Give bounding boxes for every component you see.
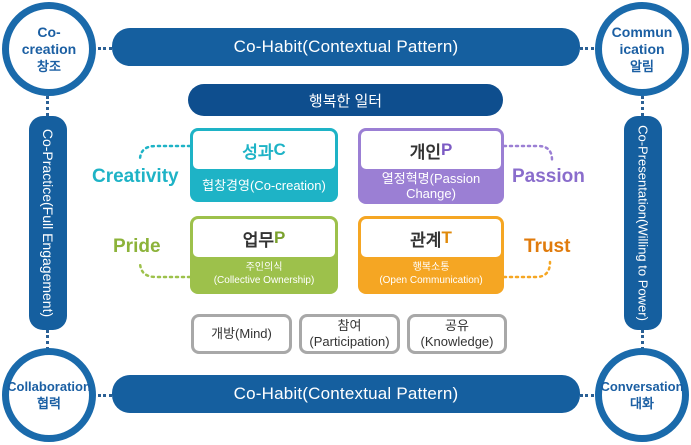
left-co-practice-bar: Co-Practice(Full Engagement) <box>29 116 67 330</box>
pill-label: 공유 <box>445 318 469 333</box>
corner-sub: 대화 <box>630 396 654 411</box>
pill-label: (Knowledge) <box>420 334 494 349</box>
card-subtitle-line: (Open Communication) <box>379 275 483 286</box>
card-title-letter: T <box>441 228 452 247</box>
right-co-presentation-bar: Co-Presentation(Willing to Power) <box>624 116 662 330</box>
connector-right-bottom <box>641 330 644 350</box>
connector-top-left <box>98 47 112 50</box>
connector-bottom-right <box>580 394 594 397</box>
pride-connector <box>138 260 192 279</box>
bottom-bar-label: Co-Habit(Contextual Pattern) <box>233 384 459 403</box>
corner-communication: Commun ication 알림 <box>595 2 689 96</box>
connector-right-top <box>641 96 644 116</box>
pill-label: (Participation) <box>309 334 390 349</box>
corner-label: creation <box>21 40 77 57</box>
trust-connector <box>502 260 552 279</box>
card-subtitle-line: 행복소통 <box>412 262 450 273</box>
card-subtitle: 행복소통 (Open Communication) <box>358 261 504 287</box>
corner-label: Conversation <box>600 379 684 394</box>
card-title-letter: C <box>273 140 286 159</box>
corner-conversation: Conversation 대화 <box>595 348 689 442</box>
card-title: 성과 C <box>193 131 335 169</box>
card-subtitle-line: 열정혁명(Passion <box>381 171 481 186</box>
card-title-letter: P <box>440 140 453 159</box>
top-co-habit-bar: Co-Habit(Contextual Pattern) <box>112 28 580 66</box>
connector-bottom-left <box>98 394 112 397</box>
card-title-text: 성과 <box>242 142 274 162</box>
card-subtitle-line: 주인의식 <box>245 262 283 273</box>
passion-connector <box>502 144 554 162</box>
connector-left-bottom <box>46 330 49 350</box>
corner-label: ication <box>619 40 665 57</box>
side-word-creativity: Creativity <box>92 166 179 187</box>
card-subtitle: 열정혁명(Passion Change) <box>358 171 504 201</box>
pill-knowledge: 공유 (Knowledge) <box>407 314 507 354</box>
creativity-connector <box>138 144 192 162</box>
side-word-trust: Trust <box>524 236 571 257</box>
card-subtitle-line: (Collective Ownership) <box>213 275 315 286</box>
center-title: 행복한 일터 <box>188 84 503 116</box>
corner-sub: 협력 <box>37 396 61 411</box>
pill-participation: 참여 (Participation) <box>299 314 400 354</box>
pill-label: 참여 <box>337 318 362 333</box>
corner-sub: 알림 <box>630 58 654 74</box>
card-title-letter: P <box>273 228 286 247</box>
bottom-co-habit-bar: Co-Habit(Contextual Pattern) <box>112 375 580 413</box>
card-subtitle-line: Change) <box>406 186 456 201</box>
card-title-text: 개인 <box>409 142 441 162</box>
corner-sub: 창조 <box>37 58 61 74</box>
card-relationship: 관계 T 행복소통 (Open Communication) <box>358 216 504 294</box>
connector-top-right <box>580 47 594 50</box>
card-subtitle-text: 협창경영(Co-creation) <box>202 178 326 193</box>
card-title: 관계 T <box>361 219 501 257</box>
corner-label: Co- <box>37 23 61 40</box>
corner-collaboration: Collaboration 협력 <box>2 348 96 442</box>
center-title-label: 행복한 일터 <box>308 92 383 110</box>
corner-label: Collaboration <box>7 379 91 394</box>
corner-label: Commun <box>611 23 673 40</box>
card-performance: 성과 C 협창경영(Co-creation) <box>190 128 338 202</box>
pill-label: 개방(Mind) <box>211 326 272 341</box>
pill-mind: 개방(Mind) <box>191 314 292 354</box>
side-word-pride: Pride <box>113 236 161 257</box>
top-bar-label: Co-Habit(Contextual Pattern) <box>233 37 459 56</box>
card-subtitle: 주인의식 (Collective Ownership) <box>190 261 338 287</box>
card-subtitle: 협창경영(Co-creation) <box>190 172 338 200</box>
card-title-text: 업무 <box>242 230 274 250</box>
corner-co-creation: Co- creation 창조 <box>2 2 96 96</box>
side-word-passion: Passion <box>512 166 585 187</box>
connector-left-top <box>46 96 49 116</box>
card-title-text: 관계 <box>410 230 442 250</box>
